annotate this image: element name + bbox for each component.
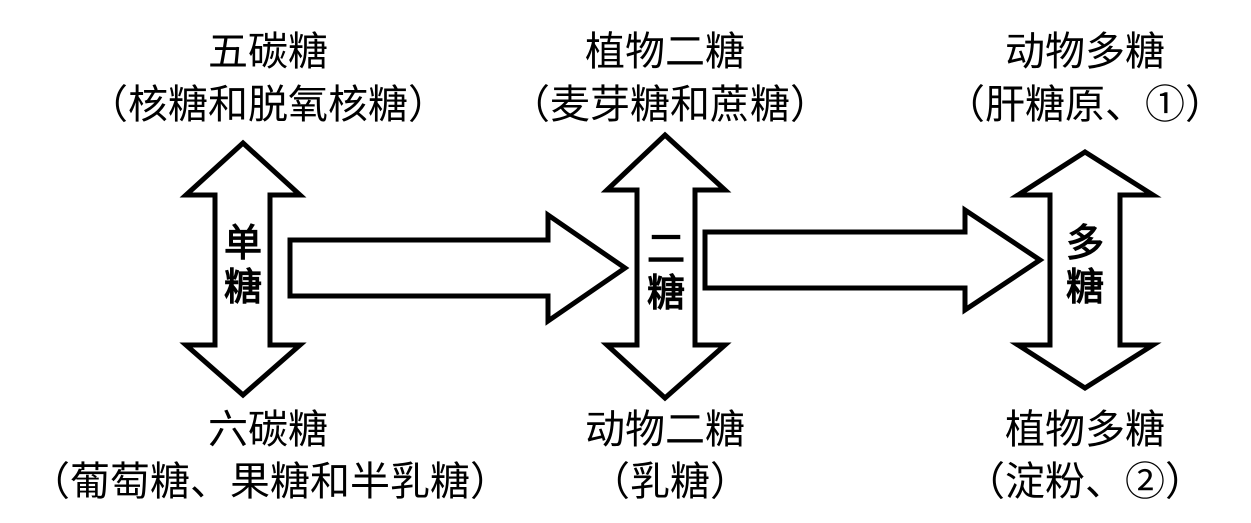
poly-vertical-label: 多 糖 xyxy=(1055,221,1115,309)
mono-top-title: 五碳糖 xyxy=(208,29,328,75)
mono-vertical-char-1: 单 xyxy=(223,221,262,265)
poly-bottom-subtitle: （淀粉、②） xyxy=(965,459,1205,505)
poly-vertical-char-1: 多 xyxy=(1065,221,1104,265)
poly-top-subtitle: （肝糖原、①） xyxy=(945,82,1225,128)
poly-bottom-title: 植物多糖 xyxy=(1005,407,1165,453)
mono-bottom-subtitle: （葡萄糖、果糖和半乳糖） xyxy=(30,459,510,505)
di-bottom-title: 动物二糖 xyxy=(585,407,745,453)
arrow-mono-to-di xyxy=(287,210,630,326)
di-vertical-label: 二 糖 xyxy=(636,227,696,315)
arrow-di-to-poly xyxy=(702,205,1045,315)
mono-vertical-char-2: 糖 xyxy=(223,264,262,309)
di-top-subtitle: （麦芽糖和蔗糖） xyxy=(510,82,830,128)
poly-vertical-char-2: 糖 xyxy=(1065,264,1104,309)
poly-top-title: 动物多糖 xyxy=(1005,29,1165,75)
di-vertical-char-2: 糖 xyxy=(646,270,685,315)
mono-bottom-title: 六碳糖 xyxy=(208,407,328,453)
di-vertical-char-1: 二 xyxy=(646,227,685,271)
mono-top-subtitle: （核糖和脱氧核糖） xyxy=(88,82,448,128)
di-bottom-subtitle: （乳糖） xyxy=(590,459,750,505)
double-arrow-di xyxy=(600,131,732,402)
double-arrow-mono xyxy=(179,139,307,399)
mono-vertical-label: 单 糖 xyxy=(213,221,273,309)
di-top-title: 植物二糖 xyxy=(585,29,745,75)
double-arrow-poly xyxy=(1009,149,1162,391)
